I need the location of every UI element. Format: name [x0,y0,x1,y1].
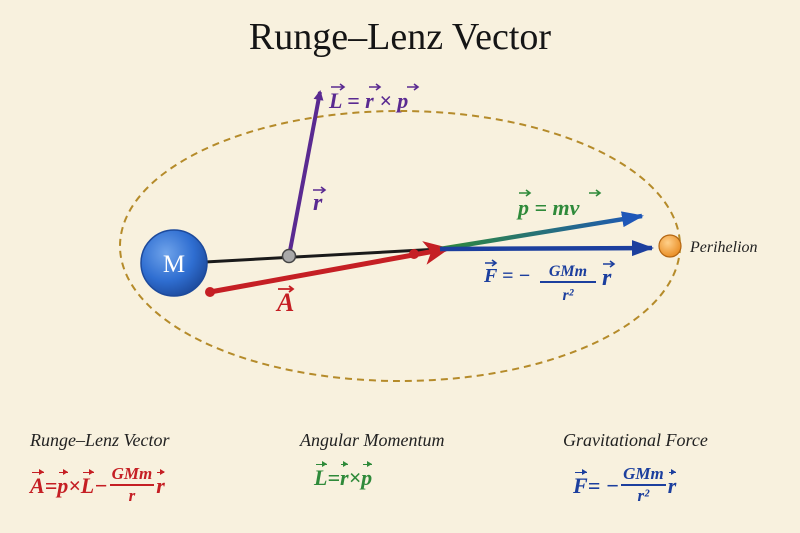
legend-F: F [573,468,588,498]
legend-angular-heading: Angular Momentum [300,430,445,450]
legend-runge-lenz: Runge–Lenz Vector A = p × L − GMm r r [30,430,169,506]
L-r-arrow-accent [369,83,382,91]
F-numerator: GMm [549,263,587,280]
momentum-arrow [439,211,644,252]
L-symbol: L [328,88,342,113]
p-arrow-accent [519,189,532,197]
legend-L-equals: = [327,465,340,490]
legend-A-r: r [156,468,165,498]
legend-F-numerator: GMm [621,464,666,486]
legend-A-p: p [57,468,69,498]
legend-F-fraction: GMm r² [621,464,666,506]
p-equals: = m [529,195,570,220]
legend-A-denominator: r [128,485,136,505]
legend-L: L [314,461,328,490]
legend-angular-momentum: Angular Momentum L = r × p [300,430,444,491]
F-denominator: r² [562,287,574,304]
legend-angular-equation: L = r × p [314,461,444,491]
legend-F-denominator: r² [637,485,650,505]
L-equals: = [342,88,366,113]
legend-gravitational-force: Gravitational Force F = − GMm r² r [563,430,708,506]
legend-runge-lenz-heading: Runge–Lenz Vector [30,430,170,450]
legend-A-times: × [68,472,81,498]
v-arrow-accent [589,189,602,197]
legend-L-p: p [361,461,373,490]
F-symbol: F [483,265,498,287]
label-L-eq: L = r × p [328,83,420,113]
page-title: Runge–Lenz Vector [249,16,551,58]
angular-momentum-arrow [287,90,324,257]
label-r: r [313,186,327,216]
legend-A-L: L [80,468,95,498]
A-arrow-accent [278,285,295,293]
svg-text:L = r × p: L = r × p [328,88,408,113]
label-F-eq: F = − GMm r² r [483,259,616,304]
p-v: v [570,195,580,220]
runge-lenz-vector-arrow [209,241,450,295]
svg-text:p = mv: p = mv [516,195,580,220]
orbit-ellipse [119,110,681,382]
legend-F-equals: = − [587,472,620,498]
legend-A-fraction: GMm r [109,464,155,506]
label-A: A [275,285,295,317]
F-equals: = − [497,265,531,287]
legend-force-equation: F = − GMm r² r [573,464,708,506]
legend-A-minus: − [94,472,108,498]
svg-text:F = −: F = − [483,265,531,287]
runge-lenz-vector-tail [205,287,215,297]
legend-force-heading: Gravitational Force [563,430,708,450]
legend-F-r: r [667,468,677,498]
legend-runge-lenz-equation: A = p × L − GMm r r [30,464,169,506]
F-r-arrow-accent [603,260,616,268]
L-times: × [374,88,398,113]
L-r: r [365,88,374,113]
L-p-arrow-accent [407,83,420,91]
legend-A-equals: = [44,472,58,498]
pivot-point [281,248,297,264]
perihelion-label: Perihelion [689,239,758,256]
L-arrow-accent [331,83,346,91]
r-arrow-accent [313,186,327,194]
legend-A: A [30,468,45,498]
mass-label: M [163,251,185,278]
F-r: r [602,265,612,291]
runge-lenz-vector-joint [409,249,419,259]
legend-A-numerator: GMm [109,464,155,486]
F-arrow-accent [485,259,498,267]
label-p-eq: p = mv [516,189,602,220]
force-arrow [439,240,654,257]
r-symbol: r [313,190,323,216]
L-p: p [395,88,408,113]
perihelion-point [658,234,682,258]
A-symbol: A [275,288,294,317]
legend-L-r: r [340,461,349,490]
central-mass [140,229,208,297]
legend-L-times: × [348,465,362,490]
radius-line [204,247,441,264]
p-symbol: p [516,195,529,220]
